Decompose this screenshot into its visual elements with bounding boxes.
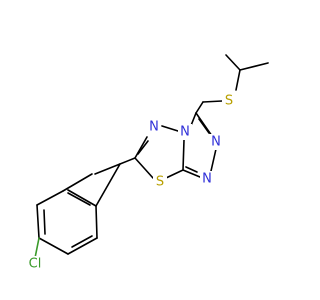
benzene-ring-bonds [36,173,98,255]
bond-n-c7a-double [185,166,198,173]
bond-c3-n-double [198,118,210,134]
atom-label-s-ring: S [156,175,164,190]
bond-ring-6 [95,205,98,239]
bond-n-n [210,148,217,172]
atom-n-center: N [178,124,192,140]
bond-ring-2 [36,190,64,206]
atom-n-right2: N [200,171,214,187]
atom-label-s-chain: S [225,94,233,109]
bond-ring-double-3 [67,192,91,206]
bond-s-c7a [165,169,184,179]
bond-ring-3 [36,204,40,239]
bond-benzyl-ch2 [95,163,121,207]
bond-n-ncenter [161,125,179,132]
atom-label-n-center: N [180,125,190,140]
bond-ch-me1 [225,54,241,71]
atom-label-n-right2: N [202,172,212,187]
atom-labels: N N N N S S Cl [24,93,236,272]
bond-c6-s [134,157,154,179]
bond-c-cl [34,237,40,259]
bond-ch2-s [202,100,223,103]
bond-c7a-ncenter [182,139,185,171]
bond-ch2-ring [94,163,121,175]
thiadiazole-ring-bonds [134,125,185,179]
atom-label-n-right1: N [211,135,221,150]
bond-ring-double-1 [43,209,46,235]
bond-ring-4 [38,237,69,255]
bond-c3-ch2 [195,101,204,114]
bond-s-ch [235,69,241,91]
bond-ch-me2 [239,62,269,71]
bond-ring-5 [67,237,98,255]
bond-c6-n [134,136,148,159]
atom-label-n-top: N [149,120,159,135]
atom-s-ring: S [153,174,167,190]
atom-s-chain: S [222,93,236,109]
atom-cl: Cl [24,256,46,272]
bond-n-c7a [182,169,201,178]
bond-ring-7 [67,189,97,207]
bond-ch2-c6 [119,157,136,165]
molecule-diagram: N N N N S S Cl [24,54,269,272]
bond-c6-n-double [137,140,149,155]
atom-label-cl: Cl [29,257,42,272]
atom-n-top: N [147,119,161,135]
triazole-ring-bonds [182,112,217,178]
side-chain-bonds [195,54,269,114]
bond-ring-1 [62,173,93,192]
atom-n-right1: N [209,134,223,150]
bond-ring-double-2 [71,235,93,248]
